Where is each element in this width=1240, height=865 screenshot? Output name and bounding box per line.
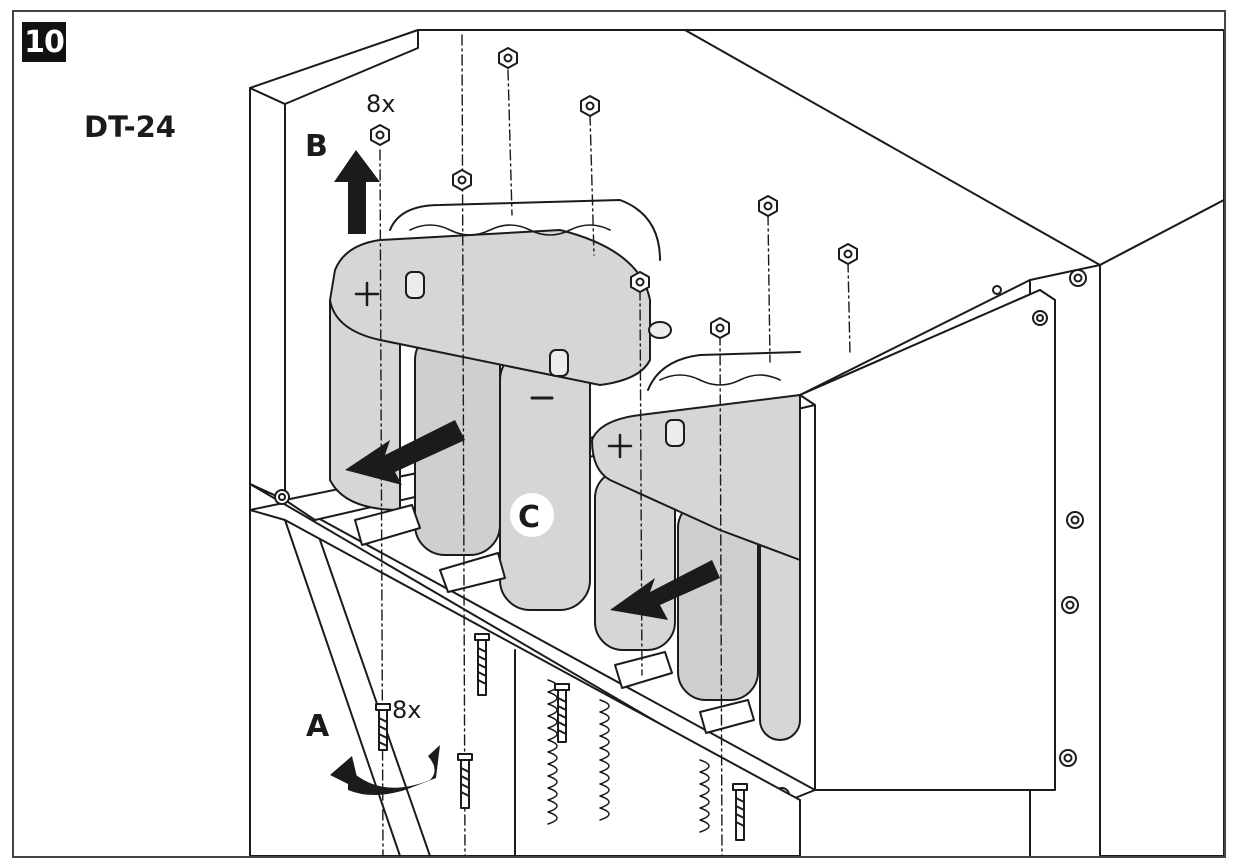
top-quantity-label: 8x	[366, 90, 395, 118]
bottom-quantity-label: 8x	[392, 696, 421, 724]
rotate-arrow-icon	[330, 745, 440, 795]
vent-slots	[547, 679, 710, 833]
callout-b-label: B	[305, 129, 328, 164]
callout-c-badge	[510, 493, 554, 537]
up-arrow-icon	[334, 150, 380, 234]
mounting-brackets	[354, 504, 755, 734]
callout-c-label: C	[518, 500, 540, 535]
left-down-arrow-icon	[345, 420, 720, 620]
lower-cabinet	[249, 509, 801, 856]
callout-a-label: A	[306, 709, 330, 744]
nut-icon	[370, 47, 858, 339]
model-label: DT-24	[84, 110, 176, 144]
battery-icon	[329, 199, 672, 611]
step-badge: 10	[22, 22, 66, 62]
screw-icon	[375, 633, 748, 841]
battery-icon	[591, 351, 801, 741]
side-panel-screws	[1059, 269, 1087, 767]
